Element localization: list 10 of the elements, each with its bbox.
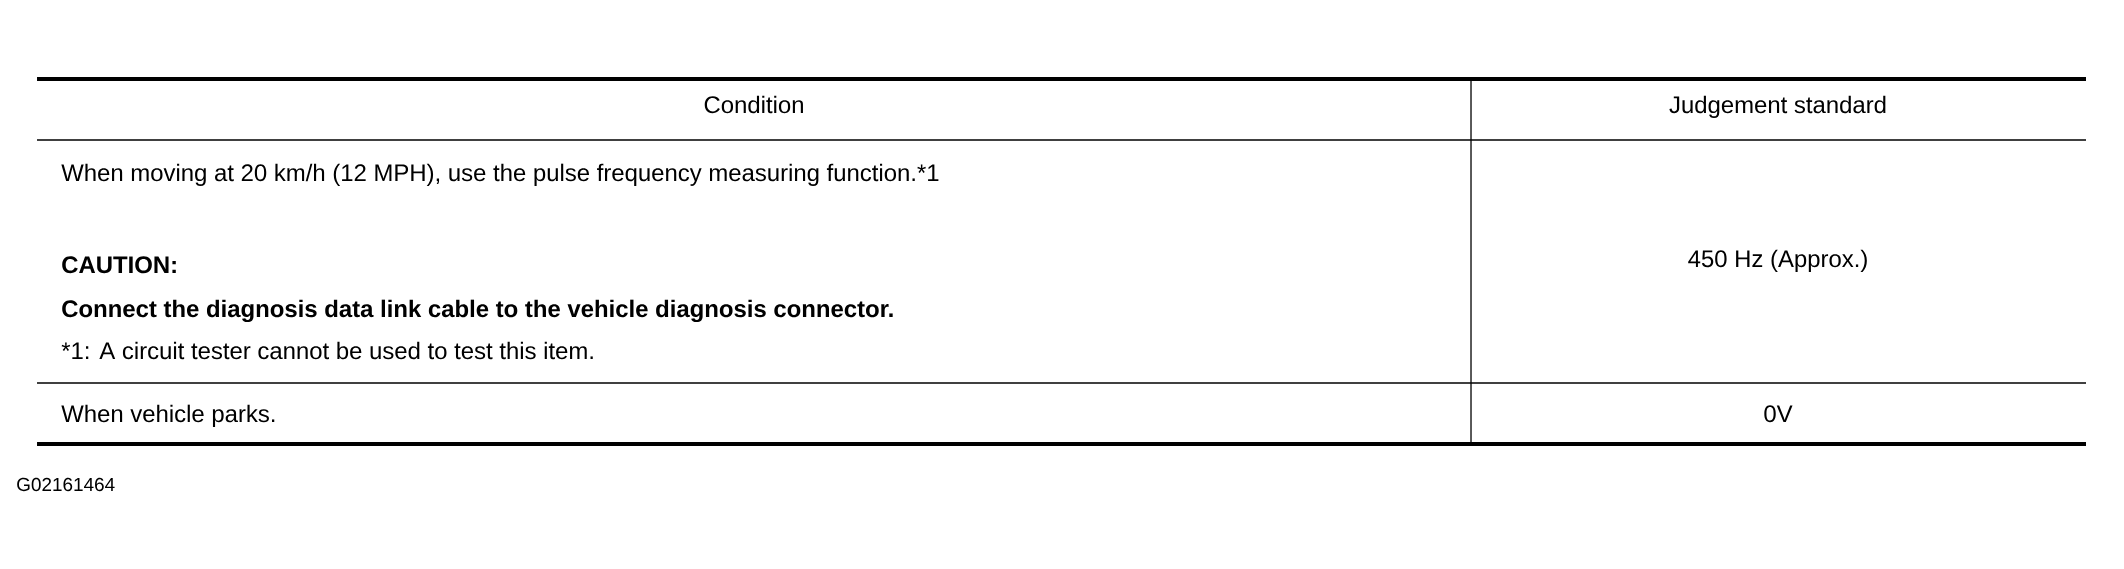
table-cell-text: When moving at 20 km/h (12 MPH), use the pulse frequency measuring function.*1 [61, 163, 939, 186]
table-cell-text: When vehicle parks. [61, 404, 275, 427]
caution-heading: CAUTION: [62, 256, 176, 274]
table-cell-text: 450 Hz (Approx.) [1688, 249, 1867, 272]
figure-code: G02161464 [17, 477, 115, 492]
column-header: Judgement standard [1669, 95, 1886, 118]
footnote: *1: A circuit tester cannot be used to test this item. [61, 341, 593, 360]
column-header: Condition [704, 95, 803, 114]
caution-text: Connect the diagnosis data link cable to the vehicle diagnosis connector. [62, 299, 893, 323]
table-cell-text: 0V [1764, 405, 1793, 423]
